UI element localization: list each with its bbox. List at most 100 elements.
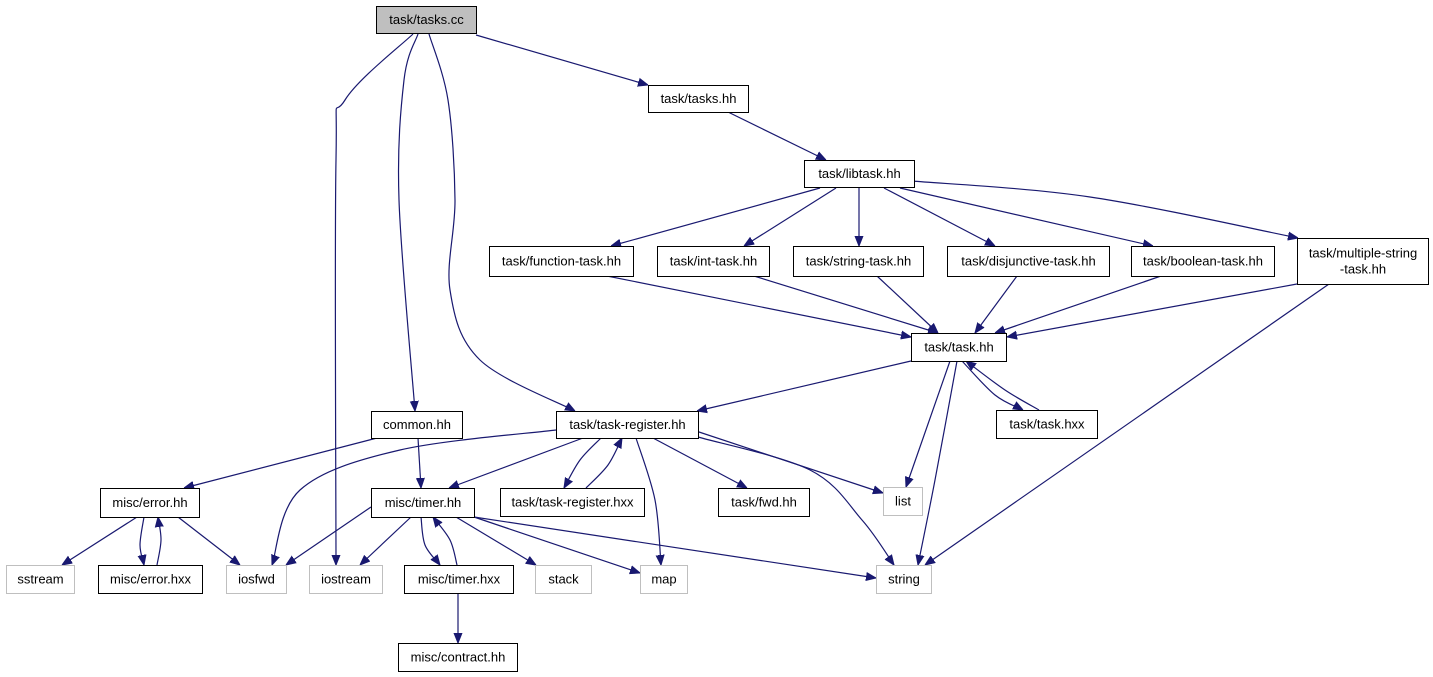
edge-tasks-cc-to-common-hh	[397, 33, 418, 411]
node-label: list	[895, 494, 911, 509]
node-box	[6, 565, 75, 594]
edge-task-register-hxx-to-task-register-hh	[585, 438, 622, 489]
node-label: sstream	[17, 572, 63, 587]
node-misc-timer-hh[interactable]: misc/timer.hh	[371, 488, 475, 518]
edge-tasks-cc-to-iostream	[335, 33, 414, 565]
node-iostream: iostream	[309, 565, 383, 594]
edge-task-hh-to-string	[918, 360, 958, 565]
node-label: common.hh	[383, 417, 451, 432]
node-tasks-cc[interactable]: task/tasks.cc	[376, 6, 477, 34]
edge-boolean-task-hh-to-task-hh	[995, 275, 1162, 333]
node-label: task/fwd.hh	[731, 495, 797, 510]
node-label: misc/error.hxx	[110, 572, 191, 587]
node-task-register-hxx[interactable]: task/task-register.hxx	[500, 488, 645, 517]
node-label: task/multiple-string	[1309, 246, 1417, 261]
edge-tasks-cc-to-tasks-hh	[475, 34, 648, 85]
edge-string-task-hh-to-task-hh	[876, 275, 938, 333]
node-libtask-hh[interactable]: task/libtask.hh	[804, 160, 915, 188]
node-task-hh[interactable]: task/task.hh	[911, 333, 1007, 362]
node-task-register-hh[interactable]: task/task-register.hh	[556, 411, 699, 439]
edge-misc-error-hh-to-misc-error-hxx	[140, 516, 144, 565]
edge-libtask-hh-to-disjunctive-task-hh	[883, 187, 995, 246]
node-misc-error-hh[interactable]: misc/error.hh	[100, 488, 200, 518]
node-function-task-hh[interactable]: task/function-task.hh	[489, 246, 634, 277]
node-misc-error-hxx[interactable]: misc/error.hxx	[98, 565, 203, 594]
node-box	[1131, 246, 1275, 277]
node-box	[804, 160, 915, 188]
edge-task-register-hh-to-string	[697, 436, 894, 565]
edge-misc-timer-hh-to-iostream	[360, 516, 412, 565]
node-sstream: sstream	[6, 565, 75, 594]
node-box	[996, 410, 1098, 439]
node-iosfwd: iosfwd	[226, 565, 287, 594]
node-label: -task.hh	[1340, 262, 1386, 277]
edge-task-register-hh-to-misc-timer-hh	[449, 437, 584, 488]
node-int-task-hh[interactable]: task/int-task.hh	[657, 246, 770, 277]
node-label: misc/error.hh	[112, 495, 187, 510]
node-box	[657, 246, 770, 277]
node-box	[535, 565, 592, 594]
node-box	[489, 246, 634, 277]
edge-misc-timer-hh-to-misc-timer-hxx	[420, 516, 440, 565]
node-label: task/function-task.hh	[502, 254, 621, 269]
node-label: misc/timer.hxx	[418, 572, 501, 587]
edge-task-hh-to-task-register-hh	[697, 360, 912, 411]
edge-task-register-hh-to-task-fwd-hh	[652, 437, 747, 488]
edge-misc-timer-hh-to-iosfwd	[286, 506, 372, 565]
node-common-hh[interactable]: common.hh	[371, 411, 463, 439]
node-box	[404, 565, 514, 594]
node-box	[100, 488, 200, 518]
node-boolean-task-hh[interactable]: task/boolean-task.hh	[1131, 246, 1275, 277]
node-label: task/string-task.hh	[806, 254, 912, 269]
edge-libtask-hh-to-boolean-task-hh	[899, 187, 1153, 246]
node-misc-contract-hh[interactable]: misc/contract.hh	[398, 643, 518, 672]
edge-disjunctive-task-hh-to-task-hh	[975, 275, 1018, 333]
node-list: list	[883, 487, 923, 516]
node-label: task/int-task.hh	[670, 254, 757, 269]
edge-tasks-hh-to-libtask-hh	[727, 111, 826, 160]
node-box	[876, 565, 932, 594]
node-label: task/disjunctive-task.hh	[961, 254, 1095, 269]
node-string-task-hh[interactable]: task/string-task.hh	[793, 246, 924, 277]
node-box	[640, 565, 688, 594]
node-box	[947, 246, 1110, 277]
node-box	[718, 488, 810, 517]
edge-task-register-hh-to-iosfwd	[272, 429, 557, 565]
node-disjunctive-task-hh[interactable]: task/disjunctive-task.hh	[947, 246, 1110, 277]
node-label: task/task.hh	[924, 340, 993, 355]
node-box	[648, 85, 749, 113]
node-box	[371, 411, 463, 439]
node-box	[1297, 238, 1429, 285]
node-label: map	[651, 572, 676, 587]
node-box	[309, 565, 383, 594]
node-box	[500, 488, 645, 517]
edge-misc-error-hh-to-sstream	[62, 516, 138, 565]
node-task-fwd-hh[interactable]: task/fwd.hh	[718, 488, 810, 517]
edge-misc-error-hxx-to-misc-error-hh	[157, 517, 161, 566]
node-label: stack	[548, 572, 579, 587]
edge-task-register-hh-to-task-register-hxx	[564, 437, 602, 488]
node-multiple-string-task-hh[interactable]: task/multiple-string-task.hh	[1297, 238, 1429, 285]
node-stack: stack	[535, 565, 592, 594]
edge-misc-error-hh-to-iosfwd	[177, 516, 240, 565]
node-tasks-hh[interactable]: task/tasks.hh	[648, 85, 749, 113]
node-string: string	[876, 565, 932, 594]
node-label: task/task.hxx	[1009, 417, 1085, 432]
node-label: task/task-register.hh	[569, 417, 685, 432]
edge-layer	[62, 33, 1330, 643]
node-label: string	[888, 572, 920, 587]
node-task-hxx[interactable]: task/task.hxx	[996, 410, 1098, 439]
edge-misc-timer-hh-to-stack	[455, 516, 536, 565]
edge-misc-timer-hxx-to-misc-timer-hh	[433, 517, 458, 566]
edge-libtask-hh-to-int-task-hh	[744, 187, 837, 246]
node-label: task/boolean-task.hh	[1143, 254, 1263, 269]
node-box	[98, 565, 203, 594]
node-box	[398, 643, 518, 672]
edge-task-hh-to-list	[906, 360, 951, 487]
edge-misc-timer-hh-to-map	[473, 516, 640, 573]
node-box	[556, 411, 699, 439]
edge-multiple-string-task-hh-to-string	[925, 283, 1330, 565]
node-box	[911, 333, 1007, 362]
node-misc-timer-hxx[interactable]: misc/timer.hxx	[404, 565, 514, 594]
node-label: task/libtask.hh	[818, 166, 900, 181]
